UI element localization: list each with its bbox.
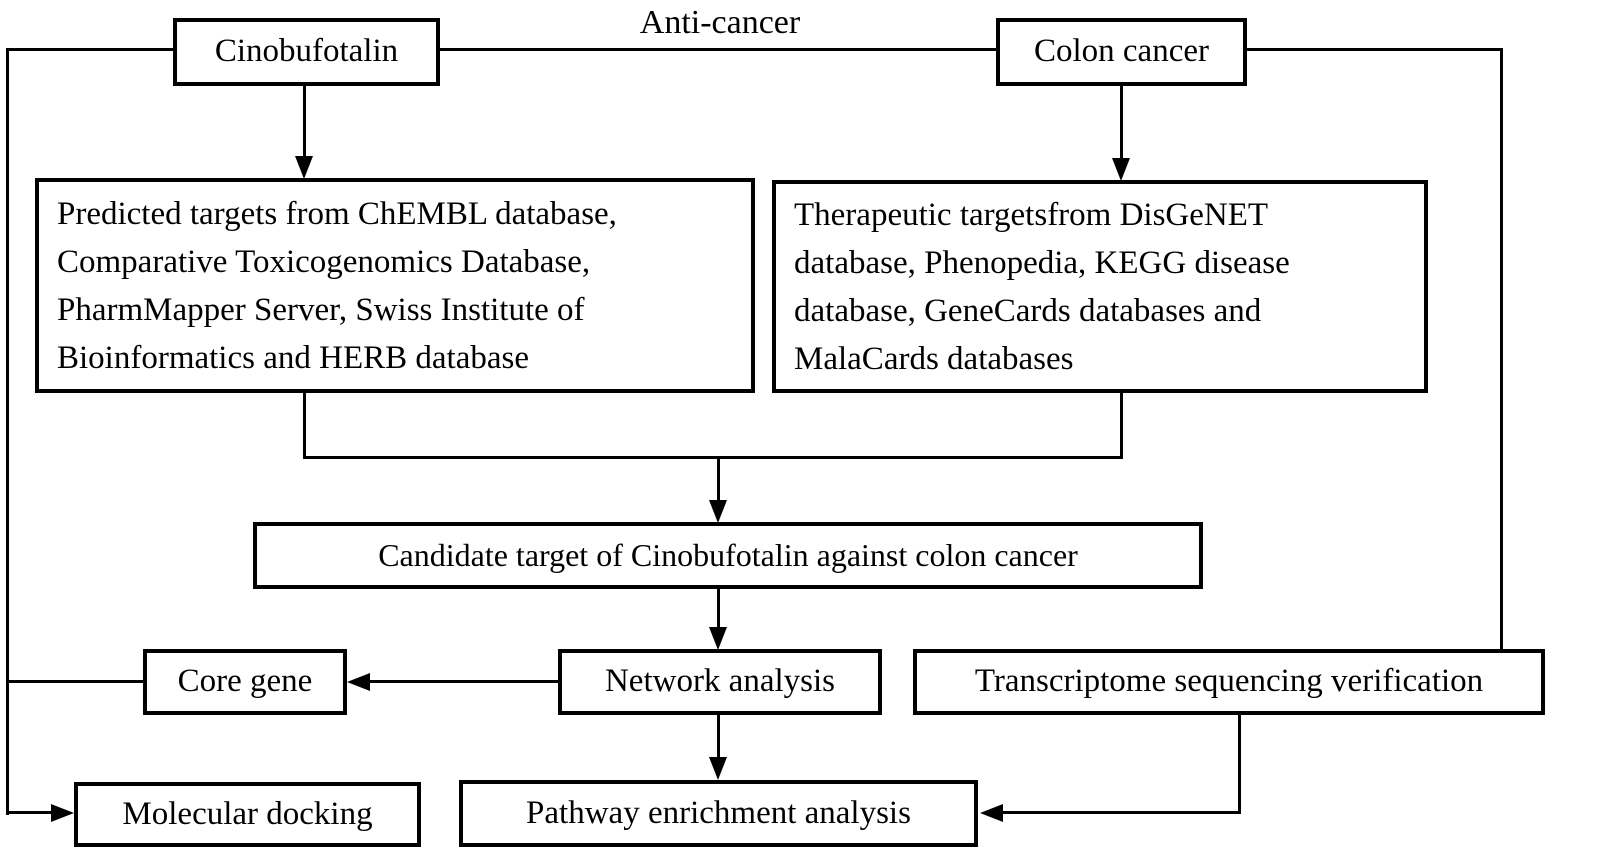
edge-merge-horizontal	[303, 456, 1123, 459]
edge-cinobufotalin-to-predicted	[303, 86, 306, 158]
node-core-gene: Core gene	[143, 649, 347, 715]
node-predicted-targets: Predicted targets from ChEMBL database, …	[35, 178, 755, 393]
edge-merge-right-drop	[1120, 393, 1123, 459]
node-pathway-enrichment-analysis: Pathway enrichment analysis	[459, 780, 978, 847]
edge-transcriptome-drop	[1238, 715, 1241, 814]
edge-rail-to-molecular-docking	[6, 811, 53, 814]
predicted-targets-line-1: Predicted targets from ChEMBL database,	[57, 195, 617, 232]
arrowhead-into-candidate-target	[709, 500, 727, 523]
edge-candidate-to-network	[717, 589, 720, 629]
node-transcriptome-sequencing-verification: Transcriptome sequencing verification	[913, 649, 1545, 715]
node-candidate-target-label: Candidate target of Cinobufotalin agains…	[378, 537, 1078, 574]
node-colon-cancer-label: Colon cancer	[1033, 33, 1209, 70]
edge-network-to-pathway	[717, 715, 720, 759]
anti-cancer-label: Anti-cancer	[639, 4, 801, 41]
arrowhead-into-pathway-top	[709, 757, 727, 780]
node-therapeutic-targets: Therapeutic targetsfrom DisGeNET databas…	[772, 180, 1428, 393]
arrowhead-into-core-gene	[347, 673, 370, 691]
node-cinobufotalin-label: Cinobufotalin	[214, 33, 399, 70]
node-colon-cancer: Colon cancer	[996, 18, 1247, 86]
edge-right-vertical-rail	[1500, 48, 1503, 649]
edge-network-to-coregene	[368, 680, 558, 683]
node-core-gene-label: Core gene	[177, 663, 313, 700]
therapeutic-targets-line-2: database, Phenopedia, KEGG disease	[794, 244, 1290, 281]
node-cinobufotalin: Cinobufotalin	[173, 18, 440, 86]
predicted-targets-line-4: Bioinformatics and HERB database	[57, 339, 529, 376]
node-molecular-docking-label: Molecular docking	[122, 795, 373, 832]
edge-merge-to-candidate	[717, 456, 720, 502]
arrowhead-into-molecular-docking	[51, 804, 74, 822]
therapeutic-targets-line-1: Therapeutic targetsfrom DisGeNET	[794, 196, 1269, 233]
predicted-targets-line-2: Comparative Toxicogenomics Database,	[57, 243, 591, 280]
edge-left-vertical-rail	[6, 48, 9, 815]
edge-merge-left-drop	[303, 393, 306, 459]
arrowhead-into-network-analysis	[709, 627, 727, 650]
edge-coregene-to-left-rail	[6, 680, 143, 683]
node-transcriptome-label: Transcriptome sequencing verification	[974, 663, 1484, 700]
node-network-analysis: Network analysis	[558, 649, 882, 715]
edge-transcriptome-to-pathway	[1001, 811, 1241, 814]
edge-top-horizontal-rail	[6, 48, 1503, 51]
arrowhead-into-predicted-targets	[295, 156, 313, 179]
edge-coloncancer-to-therapeutic	[1120, 86, 1123, 160]
therapeutic-targets-line-3: database, GeneCards databases and	[794, 292, 1262, 329]
arrowhead-into-therapeutic-targets	[1112, 158, 1130, 181]
node-molecular-docking: Molecular docking	[74, 782, 421, 847]
node-network-analysis-label: Network analysis	[604, 663, 836, 700]
therapeutic-targets-line-4: MalaCards databases	[794, 340, 1074, 377]
node-pathway-enrichment-label: Pathway enrichment analysis	[526, 794, 911, 831]
arrowhead-into-pathway-right	[980, 804, 1003, 822]
node-candidate-target: Candidate target of Cinobufotalin agains…	[253, 522, 1203, 589]
predicted-targets-line-3: PharmMapper Server, Swiss Institute of	[57, 291, 585, 328]
